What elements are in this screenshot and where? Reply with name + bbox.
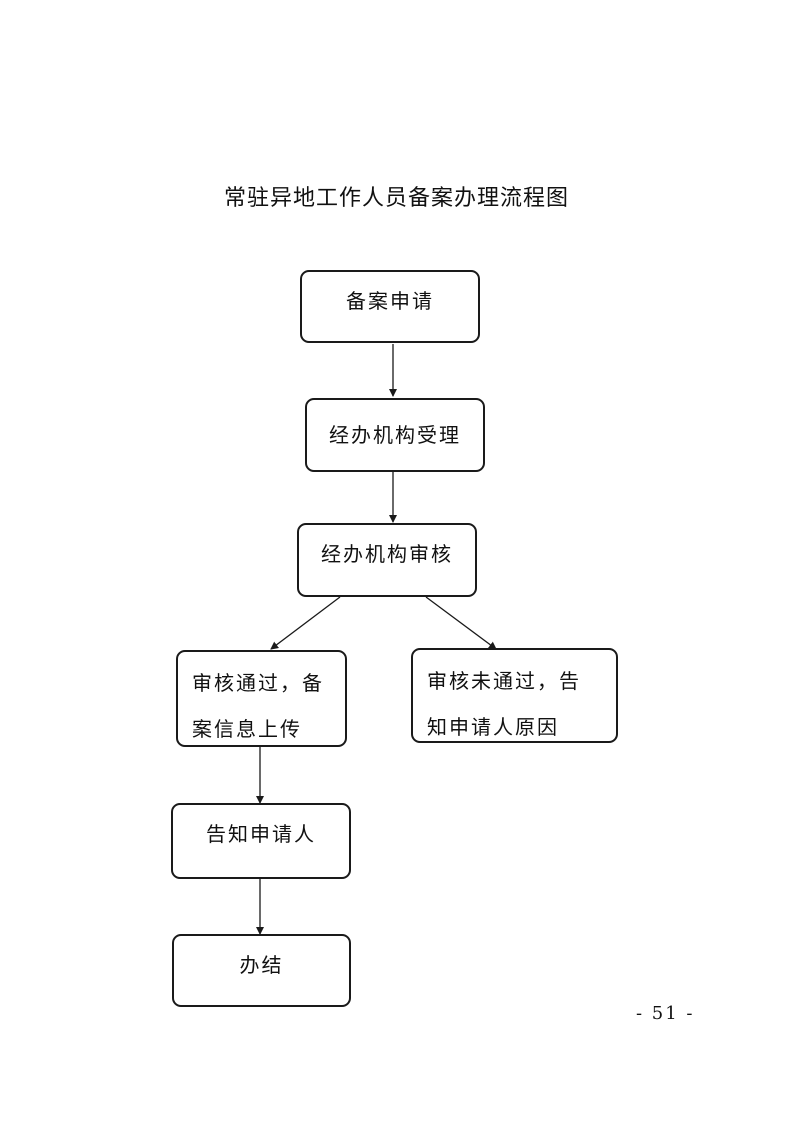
node-approved: 审核通过，备 案信息上传	[176, 650, 347, 747]
node-complete: 办结	[172, 934, 351, 1007]
node-acceptance-label: 经办机构受理	[329, 423, 461, 447]
node-review-label: 经办机构审核	[321, 542, 453, 566]
node-rejected: 审核未通过，告 知申请人原因	[411, 648, 618, 743]
node-approved-line-1: 审核通过，备	[192, 671, 324, 695]
node-rejected-line-1: 审核未通过，告	[427, 669, 581, 693]
node-review: 经办机构审核	[297, 523, 477, 597]
arrow-review-to-rejected	[425, 596, 497, 650]
node-complete-label: 办结	[239, 953, 284, 977]
page-title: 常驻异地工作人员备案办理流程图	[223, 186, 569, 211]
node-notify-label: 告知申请人	[206, 822, 316, 846]
node-acceptance: 经办机构受理	[305, 398, 485, 472]
node-approved-line-2: 案信息上传	[192, 717, 302, 741]
node-notify: 告知申请人	[171, 803, 351, 879]
node-rejected-line-2: 知申请人原因	[427, 715, 559, 739]
node-application: 备案申请	[300, 270, 480, 343]
node-application-label: 备案申请	[346, 289, 434, 313]
page-number: - 51 -	[636, 1003, 695, 1024]
arrow-review-to-approved	[270, 596, 341, 650]
